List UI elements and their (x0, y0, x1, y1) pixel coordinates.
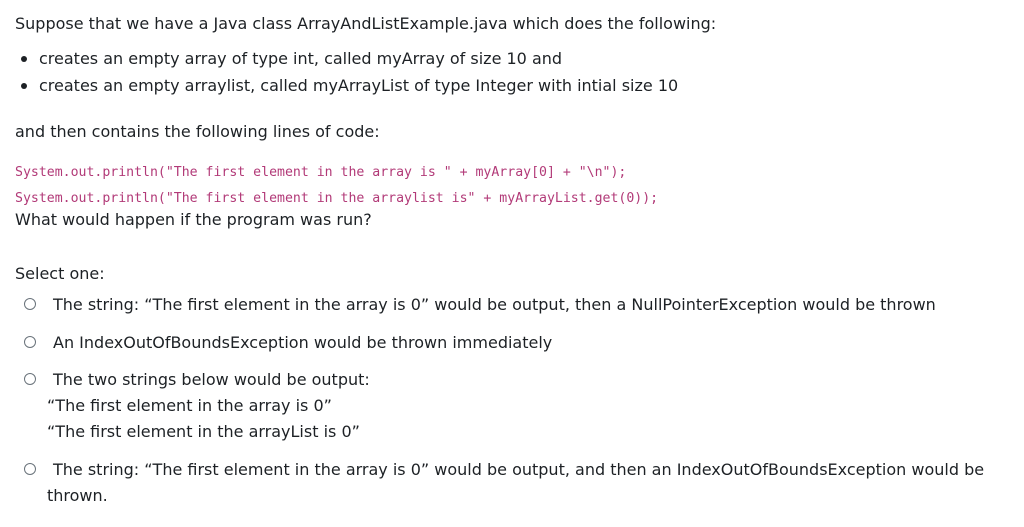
code-line: System.out.println("The first element in… (15, 165, 627, 180)
bullet-icon (21, 83, 27, 89)
radio-button[interactable] (24, 298, 36, 310)
answer-option-text: The string: “The first element in the ar… (53, 460, 985, 479)
answer-option-text: The two strings below would be output: (53, 370, 370, 389)
list-item-text: creates an empty array of type int, call… (39, 49, 563, 68)
code-line: System.out.println("The first element in… (15, 191, 659, 206)
question-prompt: What would happen if the program was run… (15, 210, 372, 229)
list-item-text: creates an empty arraylist, called myArr… (39, 76, 679, 95)
requirements-list: creates an empty array of type int, call… (0, 48, 678, 102)
answer-option-line: thrown. (47, 486, 108, 505)
bullet-icon (21, 56, 27, 62)
answer-option-text: The string: “The first element in the ar… (53, 295, 936, 314)
radio-button[interactable] (24, 373, 36, 385)
radio-button[interactable] (24, 336, 36, 348)
radio-button[interactable] (24, 463, 36, 475)
question-intro: Suppose that we have a Java class ArrayA… (15, 14, 717, 33)
code-lead-text: and then contains the following lines of… (15, 122, 380, 141)
answer-option-line: “The first element in the array is 0” (47, 396, 332, 415)
list-item: creates an empty array of type int, call… (0, 48, 678, 75)
answer-option-line: “The first element in the arrayList is 0… (47, 422, 360, 441)
answer-option-text: An IndexOutOfBoundsException would be th… (53, 333, 553, 352)
select-one-label: Select one: (15, 264, 105, 283)
code-block: System.out.println("The first element in… (15, 160, 658, 212)
list-item: creates an empty arraylist, called myArr… (0, 75, 678, 102)
